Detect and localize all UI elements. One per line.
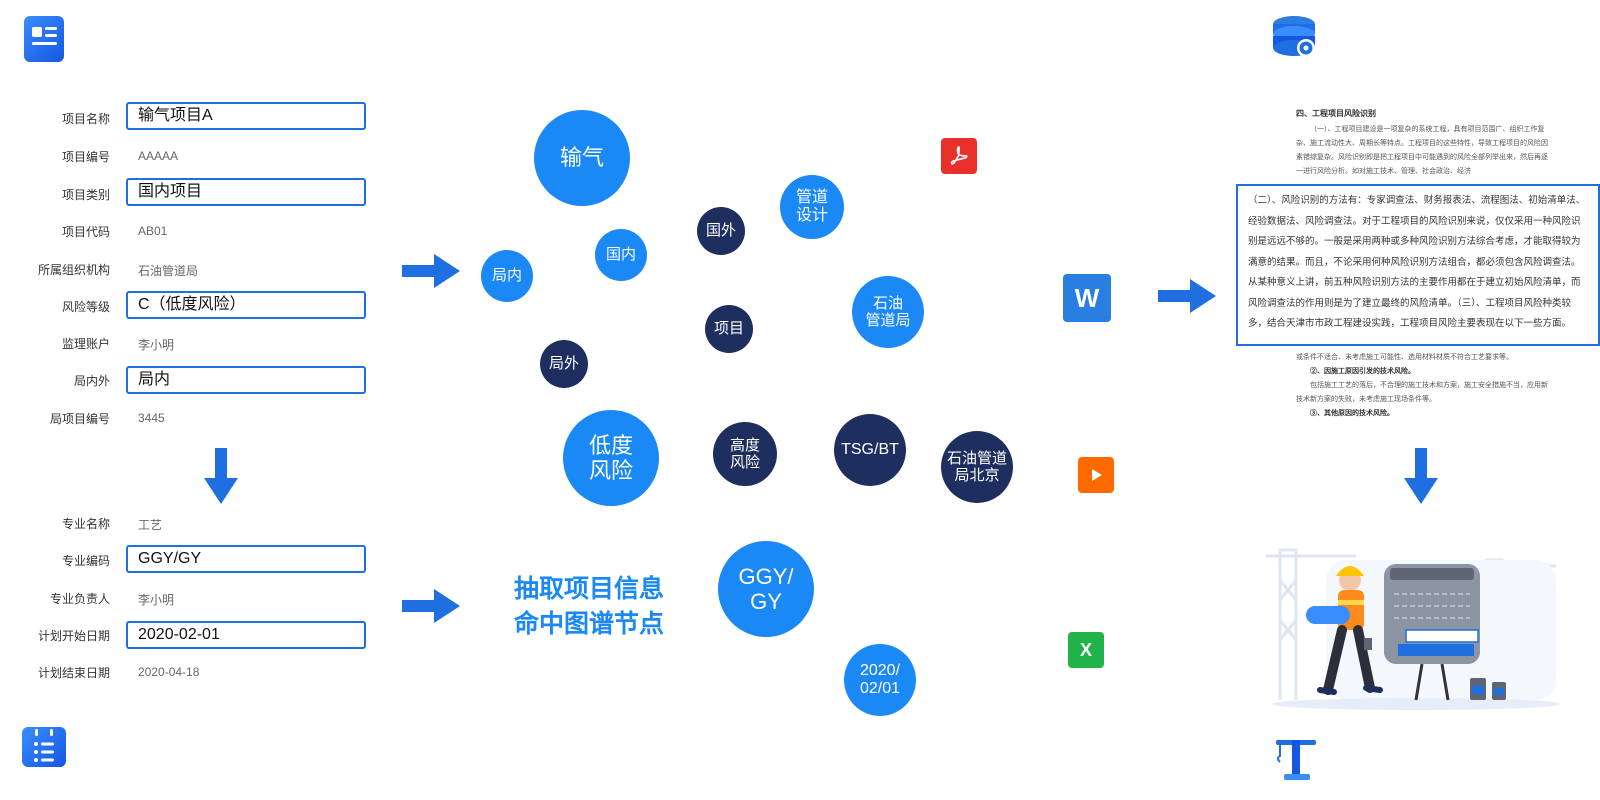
document-paragraph: ③、其他原因的技术风险。	[1310, 408, 1394, 417]
field-label: 项目名称	[61, 112, 110, 126]
specialty-lead-value: 李小明	[138, 593, 175, 607]
highlighted-paragraph[interactable]: （二）、风险识别的方法有：专家调查法、财务报表法、流程图法、初始清单法、经验数据…	[1236, 184, 1600, 346]
field-label: 项目编号	[61, 150, 110, 164]
arrow-down-icon	[1404, 448, 1438, 504]
field-label: 监理账户	[61, 337, 110, 351]
excel-icon[interactable]: X	[1068, 632, 1104, 668]
database-settings-icon	[1272, 14, 1322, 62]
specialty-name-value: 工艺	[138, 518, 163, 532]
project-category-field[interactable]: 国内项目	[126, 178, 366, 206]
caption-line: 抽取项目信息	[513, 575, 664, 603]
document-paragraph: ②、因施工原因引发的技术风险。	[1310, 366, 1415, 375]
graph-node[interactable]: 局内	[481, 250, 533, 302]
arrow-down-icon	[204, 448, 238, 504]
field-label: 专业名称	[61, 517, 110, 531]
arrow-right-icon	[402, 589, 460, 623]
graph-node[interactable]: 2020/ 02/01	[844, 644, 916, 716]
field-label: 计划开始日期	[37, 629, 110, 643]
specialty-code-field[interactable]: GGY/GY	[126, 545, 366, 573]
play-icon	[1092, 469, 1102, 481]
field-label: 专业负责人	[49, 592, 110, 606]
project-code-value: AB01	[138, 224, 168, 238]
organization-value: 石油管道局	[138, 264, 199, 278]
caption-line: 命中图谱节点	[513, 610, 664, 638]
schedule-app-icon[interactable]	[22, 727, 66, 767]
document-heading: 四、工程项目风险识别	[1296, 108, 1376, 118]
excel-letter: X	[1079, 639, 1092, 660]
document-paragraph: 或条件不适合、未考虑施工可能性、选用材料材质不符合工艺要求等。	[1296, 353, 1513, 361]
bureau-project-number-value: 3445	[138, 411, 165, 425]
graph-node[interactable]: 局外	[540, 340, 588, 388]
construction-worker-illustration	[1266, 548, 1561, 710]
graph-node[interactable]: 项目	[705, 305, 753, 353]
field-label: 局内外	[73, 374, 110, 388]
graph-node[interactable]: 输气	[534, 110, 630, 206]
graph-node[interactable]: GGY/ GY	[718, 541, 814, 637]
field-label: 计划结束日期	[37, 666, 110, 680]
arrow-right-icon	[1158, 279, 1216, 313]
graph-node[interactable]: 国内	[595, 229, 647, 281]
project-name-field[interactable]: 输气项目A	[126, 102, 366, 130]
construction-crane-icon	[1272, 736, 1320, 784]
graph-node[interactable]: 管道 设计	[780, 175, 844, 239]
field-label: 风险等级	[61, 300, 110, 314]
field-label: 项目代码	[61, 225, 110, 239]
calendar-list-icon	[34, 729, 54, 762]
graph-node[interactable]: TSG/BT	[834, 414, 906, 486]
field-label: 所属组织机构	[37, 263, 110, 277]
internal-external-field[interactable]: 局内	[126, 366, 366, 394]
graph-node[interactable]: 高度 风险	[713, 422, 777, 486]
graph-node[interactable]: 石油 管道局	[852, 276, 924, 348]
pdf-icon[interactable]	[941, 138, 977, 174]
form-app-icon[interactable]	[24, 16, 64, 62]
document-list-icon	[32, 27, 57, 45]
arrow-right-icon	[402, 254, 460, 288]
risk-level-field[interactable]: C（低度风险）	[126, 291, 366, 319]
start-date-field[interactable]: 2020-02-01	[126, 621, 366, 649]
word-icon[interactable]: W	[1063, 274, 1111, 322]
end-date-value: 2020-04-18	[138, 665, 200, 679]
document-paragraph: （一）、工程项目建设是一项复杂的系统工程，具有项目范围广、组织工作复杂、施工流动…	[1296, 125, 1548, 175]
field-label: 局项目编号	[49, 412, 110, 426]
document-paragraph: 包括施工工艺的落后，不合理的施工技术和方案，施工安全措施不当，应用新技术新方案的…	[1296, 381, 1548, 403]
project-number-value: AAAAA	[138, 149, 179, 163]
word-letter: W	[1074, 282, 1100, 313]
graph-node[interactable]: 石油管道 局北京	[941, 431, 1013, 503]
field-label: 专业编码	[61, 554, 110, 568]
supervisor-account-value: 李小明	[138, 338, 175, 352]
pdf-glyph-icon	[950, 146, 968, 165]
field-label: 项目类别	[61, 188, 110, 202]
video-icon[interactable]	[1078, 457, 1114, 493]
graph-node[interactable]: 国外	[697, 207, 745, 255]
graph-node[interactable]: 低度 风险	[563, 410, 659, 506]
caption: 抽取项目信息 命中图谱节点	[492, 572, 686, 642]
